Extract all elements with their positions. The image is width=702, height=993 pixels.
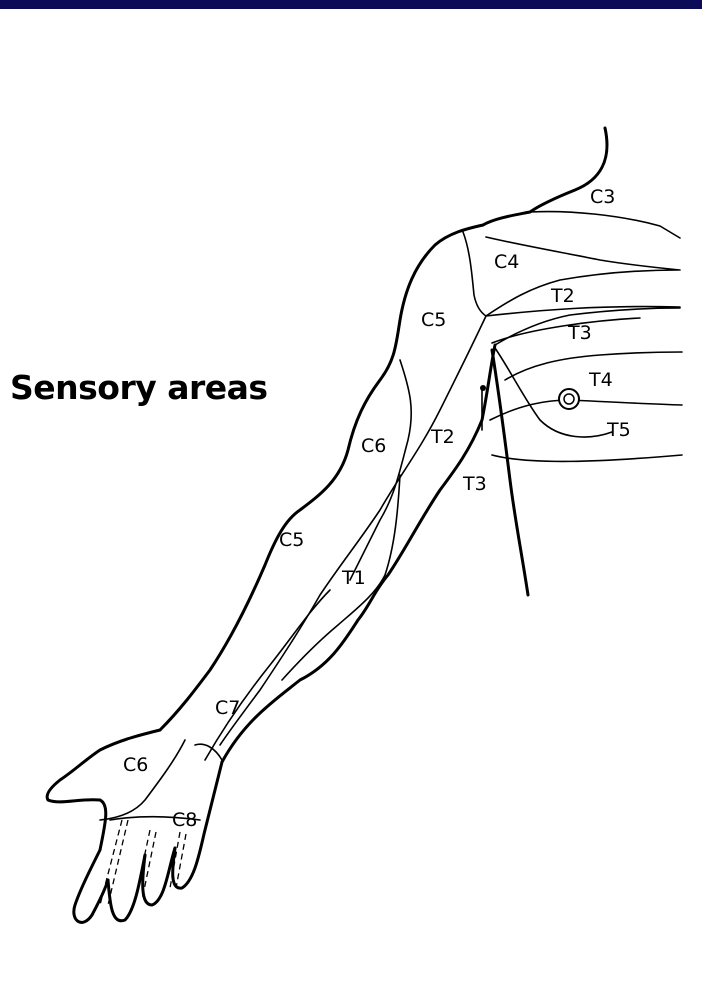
label-t2-chest: T2 [550, 285, 575, 307]
c6-t1-arm-boundary [220, 316, 486, 745]
label-c6-hand: C6 [123, 754, 148, 776]
label-t5: T5 [606, 419, 631, 441]
nipple-marker [559, 389, 579, 409]
c4-c5-boundary [463, 232, 486, 316]
label-c4: C4 [494, 251, 519, 273]
label-c3: C3 [590, 186, 615, 208]
c5-c6-arm-boundary [350, 360, 411, 580]
label-c5-forearm: C5 [279, 529, 304, 551]
label-c5-shoulder: C5 [421, 309, 446, 331]
c3-boundary [530, 212, 680, 238]
label-t2-arm: T2 [430, 426, 455, 448]
upper-arm-inner-outline [222, 345, 495, 762]
label-c7: C7 [215, 697, 240, 719]
trunk-side-outline [492, 350, 528, 595]
upper-arm-outer-outline [160, 225, 483, 730]
finger-dash-6 [176, 834, 186, 888]
label-t1: T1 [341, 567, 366, 589]
t4-lower-boundary [490, 400, 682, 420]
finger-index [108, 855, 145, 921]
label-t3-axilla: T3 [462, 473, 487, 495]
label-t4: T4 [588, 369, 613, 391]
t5-lower-boundary [492, 455, 682, 461]
c6-c8-hand-boundary [100, 740, 185, 820]
neck-outline [483, 128, 607, 225]
wrist-line [195, 744, 222, 760]
finger-middle [143, 848, 175, 905]
t3-curve [492, 318, 640, 343]
axilla-point [480, 385, 486, 391]
label-t3-chest: T3 [567, 322, 592, 344]
label-c6-arm: C6 [361, 435, 386, 457]
label-c8: C8 [172, 809, 197, 831]
